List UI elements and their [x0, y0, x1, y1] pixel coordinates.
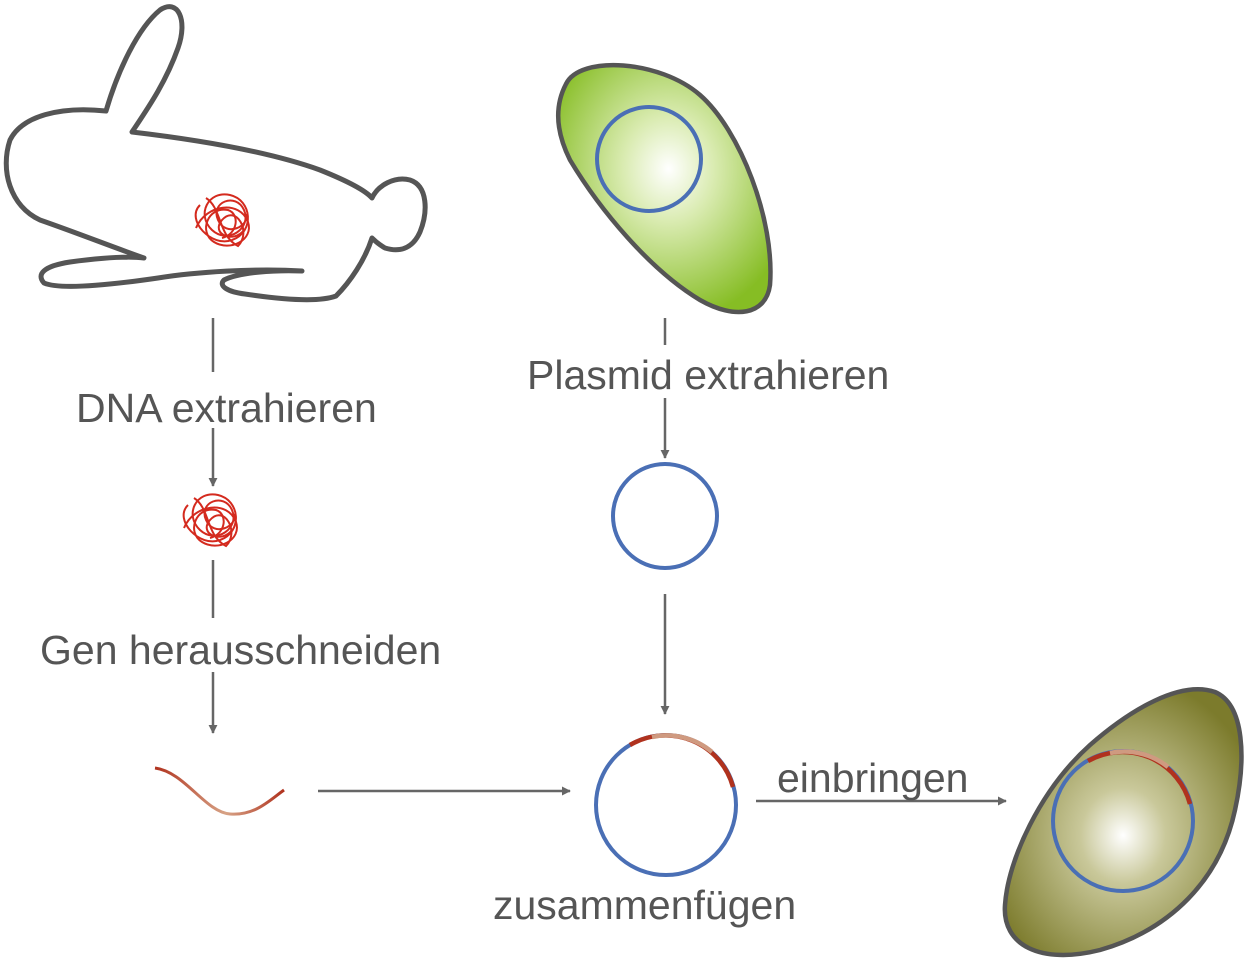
label-dna-extract: DNA extrahieren [76, 385, 377, 431]
label-gene-cut: Gen herausschneiden [40, 627, 442, 673]
plasmid-ring-icon [595, 105, 703, 213]
label-plasmid-extract: Plasmid extrahieren [527, 352, 890, 398]
gene-strand-icon [154, 766, 285, 816]
plasmid-ring-icon [611, 462, 719, 570]
bacterium-icon [556, 62, 773, 315]
dna-tangle-icon [194, 193, 250, 248]
transgenic-bacterium-icon [1002, 687, 1244, 958]
dna-tangle-icon [182, 493, 238, 548]
recombinant-plasmid-icon [594, 733, 738, 877]
label-join: zusammenfügen [493, 882, 797, 928]
label-insert: einbringen [777, 755, 969, 801]
rabbit-icon [3, 4, 428, 303]
